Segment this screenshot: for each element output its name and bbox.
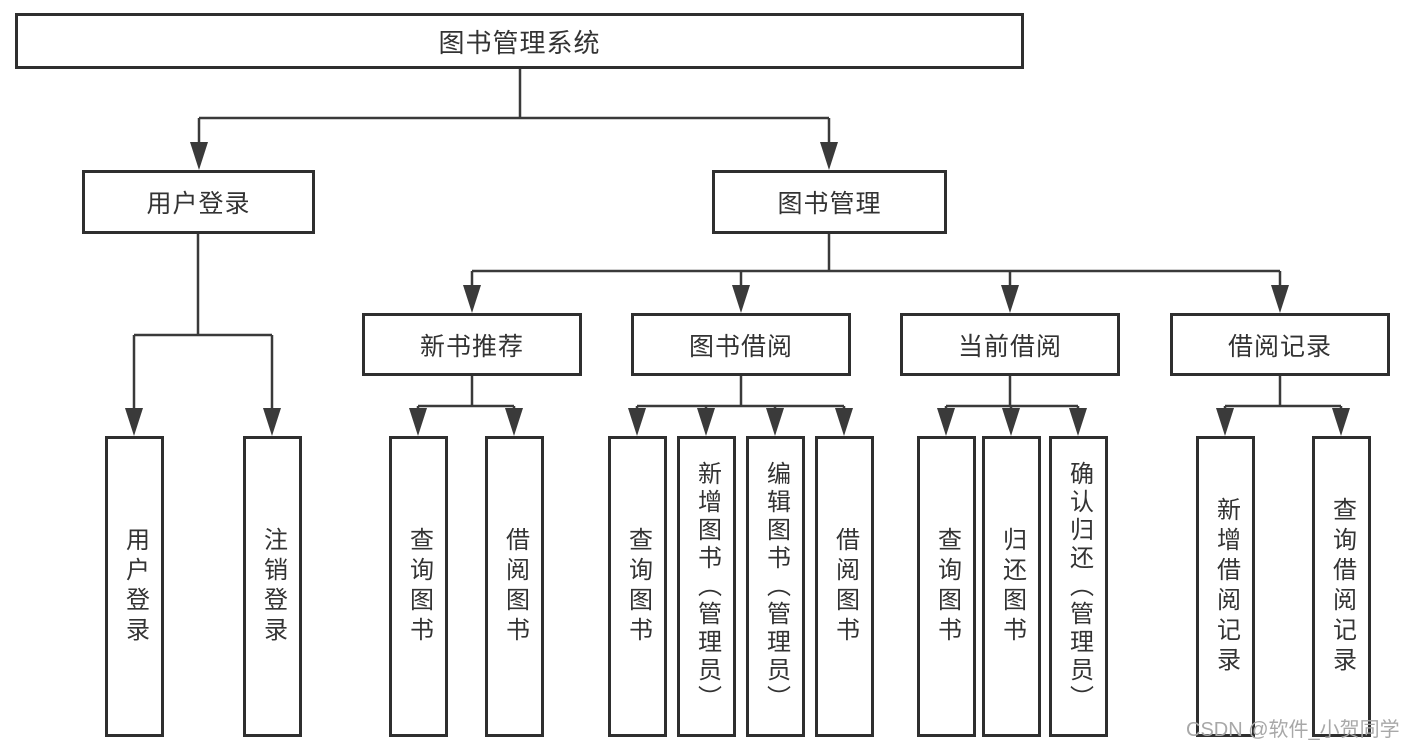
node-book-borrowing: 图书借阅: [631, 313, 851, 376]
leaf-borrowing-edit-book-label: 编辑图书（管理员）: [762, 460, 790, 713]
arrowhead-borrowing-add-book: [697, 408, 715, 436]
arrowhead-book-borrowing: [732, 285, 750, 313]
connector-user-login-branch: [132, 233, 274, 412]
arrowhead-borrowing-edit-book: [766, 408, 784, 436]
leaf-current-confirm-return-label: 确认归还（管理员）: [1065, 460, 1093, 713]
leaf-current-confirm-return: 确认归还（管理员）: [1049, 436, 1108, 737]
leaf-recommend-query-book: 查询图书: [389, 436, 448, 737]
node-current-borrowing-label: 当前借阅: [957, 332, 1062, 361]
arrowhead-recommend-borrow-book: [505, 408, 523, 436]
arrowhead-borrowing-records: [1271, 285, 1289, 313]
leaf-borrowing-borrow-book: 借阅图书: [815, 436, 874, 737]
leaf-records-add-record-label: 新增借阅记录: [1212, 496, 1240, 677]
arrowhead-records-add-record: [1216, 408, 1234, 436]
arrowhead-records-query-record: [1332, 408, 1350, 436]
arrowhead-borrowing-borrow-book: [835, 408, 853, 436]
arrowhead-borrowing-query-book: [628, 408, 646, 436]
connector-records-branch: [1223, 376, 1343, 412]
leaf-borrowing-query-book: 查询图书: [608, 436, 667, 737]
csdn-watermark: CSDN @软件_小贺同学: [1186, 719, 1400, 741]
leaf-borrowing-add-book: 新增图书（管理员）: [677, 436, 736, 737]
leaf-borrowing-edit-book: 编辑图书（管理员）: [746, 436, 805, 737]
node-root-system: 图书管理系统: [15, 13, 1024, 69]
arrowhead-book-management: [820, 142, 838, 170]
node-book-management: 图书管理: [712, 170, 947, 234]
arrowhead-current-confirm-return: [1069, 408, 1087, 436]
arrowhead-leaf-user-login: [125, 408, 143, 436]
node-new-book-recommend-label: 新书推荐: [419, 332, 524, 361]
leaf-logout-label: 注销登录: [259, 526, 287, 647]
arrowhead-new-book-recommend: [463, 285, 481, 313]
leaf-recommend-borrow-book-label: 借阅图书: [501, 526, 529, 647]
node-borrowing-records: 借阅记录: [1170, 313, 1390, 376]
connector-recommend-branch: [416, 376, 516, 412]
leaf-borrowing-add-book-label: 新增图书（管理员）: [693, 460, 721, 713]
leaf-current-return-book-label: 归还图书: [998, 526, 1026, 647]
arrowhead-recommend-query-book: [409, 408, 427, 436]
leaf-records-add-record: 新增借阅记录: [1196, 436, 1255, 737]
arrowhead-current-borrowing: [1001, 285, 1019, 313]
node-user-login-label: 用户登录: [146, 190, 251, 218]
arrowhead-user-login: [190, 142, 208, 170]
leaf-records-query-record: 查询借阅记录: [1312, 436, 1371, 737]
leaf-borrowing-query-book-label: 查询图书: [624, 526, 652, 647]
node-borrowing-records-label: 借阅记录: [1227, 332, 1332, 361]
node-root-system-label: 图书管理系统: [438, 27, 601, 58]
leaf-user-login: 用户登录: [105, 436, 164, 737]
leaf-current-return-book: 归还图书: [982, 436, 1041, 737]
leaf-current-query-book: 查询图书: [917, 436, 976, 737]
connector-borrowing-branch: [635, 376, 846, 412]
node-book-borrowing-label: 图书借阅: [688, 332, 793, 361]
node-new-book-recommend: 新书推荐: [362, 313, 582, 376]
leaf-records-query-record-label: 查询借阅记录: [1328, 496, 1356, 677]
leaf-user-login-label: 用户登录: [121, 526, 149, 647]
connector-current-branch: [944, 376, 1080, 412]
leaf-current-query-book-label: 查询图书: [933, 526, 961, 647]
connector-book-management-branch: [470, 234, 1282, 289]
arrowhead-current-return-book: [1002, 408, 1020, 436]
node-current-borrowing: 当前借阅: [900, 313, 1120, 376]
leaf-recommend-query-book-label: 查询图书: [405, 526, 433, 647]
arrowhead-leaf-logout: [263, 408, 281, 436]
arrowhead-current-query-book: [937, 408, 955, 436]
connector-root-to-level2: [197, 68, 831, 146]
leaf-recommend-borrow-book: 借阅图书: [485, 436, 544, 737]
node-book-management-label: 图书管理: [777, 190, 882, 218]
leaf-logout: 注销登录: [243, 436, 302, 737]
leaf-borrowing-borrow-book-label: 借阅图书: [831, 526, 859, 647]
node-user-login: 用户登录: [82, 170, 315, 234]
